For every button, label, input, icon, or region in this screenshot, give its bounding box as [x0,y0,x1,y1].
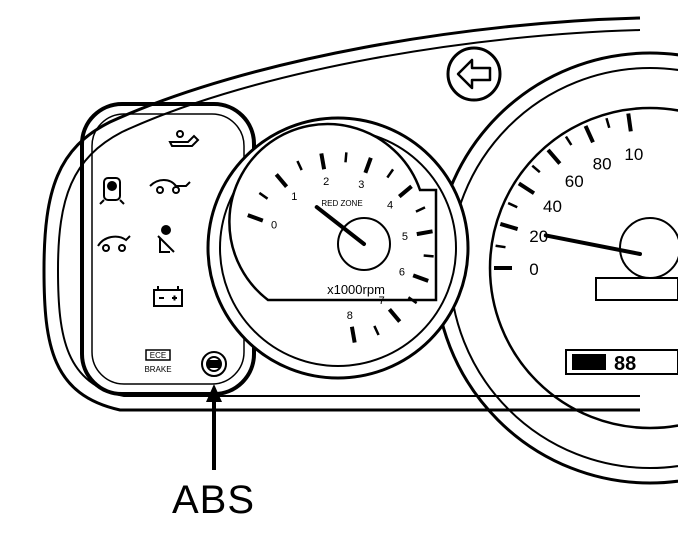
abs-warning-icon [201,351,227,377]
turn-signal-indicator [446,46,502,102]
speedometer-tick [583,125,595,144]
speedometer-tick [564,135,573,146]
tachometer-tick [349,326,357,343]
brake-warning-bottom: BRAKE [144,365,171,374]
speedometer-needle [543,233,642,256]
cluster-housing-inner [56,29,641,397]
tachometer-tick [296,160,303,171]
seatbelt-icon [157,225,175,253]
tachometer-tick-label: 5 [402,231,408,243]
odometer-digits: 88 [614,353,636,375]
tachometer-tick-label: 1 [291,191,297,203]
tachometer-tick [416,229,433,237]
tachometer-tick [397,184,413,199]
tachometer-tick-label: 2 [323,176,329,188]
low-fuel-icon [149,179,191,194]
speedometer-tick [507,201,518,209]
speedometer-tick [531,164,541,174]
abs-label: ABS [172,478,256,522]
brake-warning-top: ЕСЕ [150,351,166,360]
tachometer-tick [258,191,269,200]
brake-warning-icon: ЕСЕ BRAKE [144,349,172,374]
trunk-open-icon [97,235,131,252]
left-arrow-icon [456,58,492,90]
trip-display [595,277,678,301]
tachometer: 0 1 2 3 4 5 6 7 8 RED ZONE x1000rpm [206,116,470,380]
tachometer-needle [314,205,366,246]
tachometer-tick [319,153,327,170]
speedometer-tick [499,222,519,231]
tachometer-tick [387,307,402,323]
tachometer-tick [423,254,434,258]
red-zone-label: RED ZONE [321,199,362,208]
speedometer-tick [517,181,536,195]
cluster-housing [42,16,641,412]
speedometer-tick-label: 80 [593,154,612,173]
speedometer-tick-label: 60 [565,172,584,191]
speedometer-tick-label: 10 [624,145,643,164]
tachometer-tick [415,206,426,213]
rpm-unit-label: x1000rpm [327,282,385,297]
tachometer-tick [274,173,289,189]
speedometer-tick [626,113,633,132]
tachometer-tick [344,152,348,163]
door-ajar-icon [99,177,125,205]
speedometer-tick [546,148,562,165]
speedometer-tick-label: 0 [529,260,538,279]
speedometer-tick [605,117,611,129]
speedometer-tick-label: 20 [529,227,548,246]
tachometer-tick [386,168,395,179]
tachometer-tick [407,296,418,305]
tachometer-tick-label: 8 [347,310,353,322]
tachometer-tick-label: 3 [358,179,364,191]
tachometer-tick-label: 4 [387,199,393,211]
tachometer-tick-label: 6 [399,266,405,278]
speedometer-hub [619,217,678,279]
tachometer-tick [247,213,264,223]
tachometer-tick [412,273,429,283]
battery-icon [153,286,183,307]
tachometer-tick-label: 7 [379,295,385,307]
tachometer-tick-label: 0 [271,220,277,232]
speedometer-tick [495,244,506,249]
oil-pressure-icon [168,130,200,147]
odometer-icon [572,354,606,370]
tachometer-tick [363,157,373,174]
abs-pointer-arrow [206,384,222,470]
tachometer-tick [373,325,380,336]
speedometer-tick-label: 40 [543,197,562,216]
